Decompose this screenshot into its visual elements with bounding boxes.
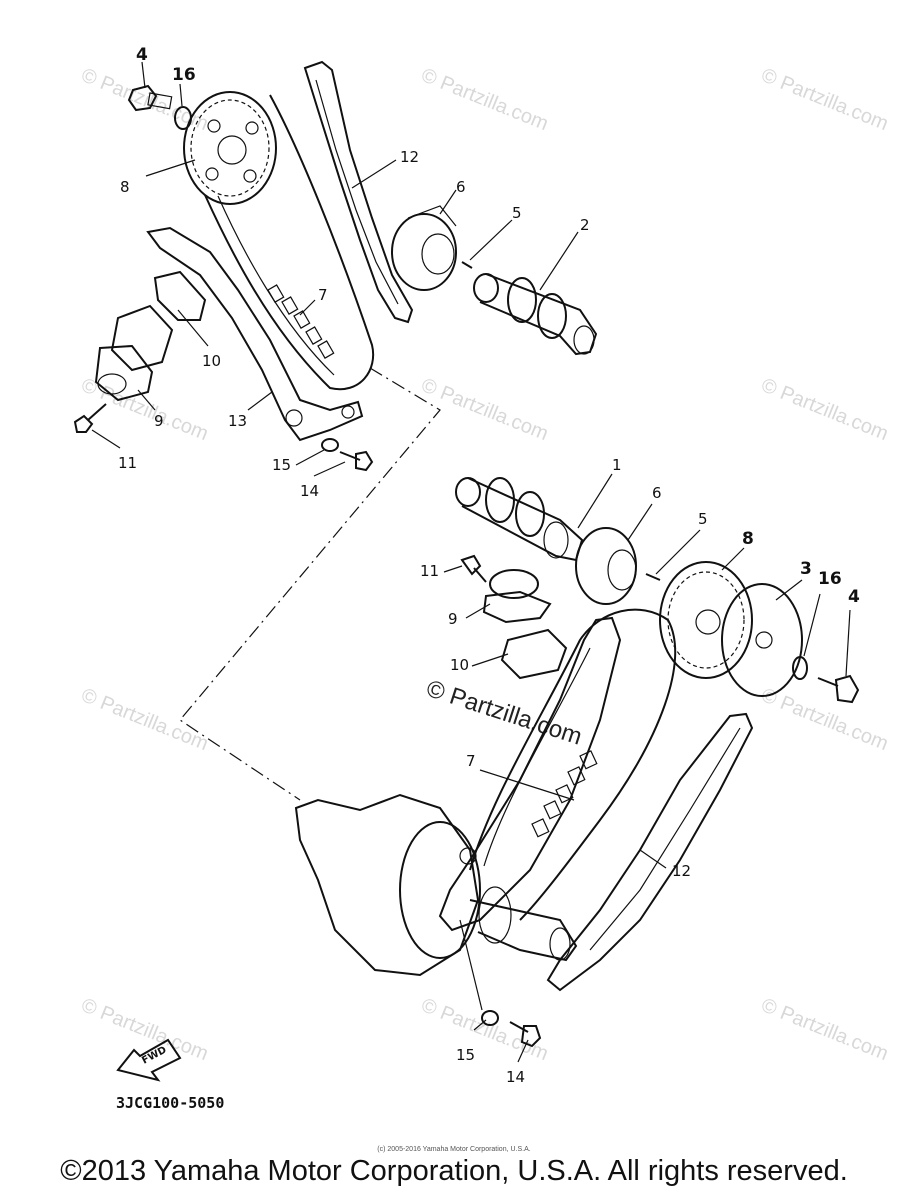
- chain-guide-part: [546, 712, 754, 992]
- bolt-part: [339, 450, 374, 472]
- small-copyright: (c) 2005-2016 Yamaha Motor Corporation, …: [377, 1146, 531, 1153]
- callout-label: 7: [466, 752, 476, 770]
- chain-guide-part: [303, 60, 414, 324]
- watermark: © Partzilla.com: [758, 684, 891, 755]
- watermark: © Partzilla.com: [418, 374, 551, 445]
- callout-label: 5: [512, 204, 522, 222]
- callout-label: 2: [580, 216, 590, 234]
- callout-labels-top: 4 16 8 12 6 5 2 7 10 13 9 11 15 14: [118, 45, 590, 500]
- callout-label: 8: [742, 529, 754, 549]
- watermark: © Partzilla.com: [78, 684, 211, 755]
- watermark-center: © Partzilla.com: [423, 675, 585, 751]
- tensioner-guide-part: [146, 226, 364, 442]
- chain-links-part: [531, 750, 598, 838]
- washer-part: [481, 1010, 499, 1026]
- watermark: © Partzilla.com: [758, 64, 891, 135]
- camshaft-part: [455, 477, 584, 562]
- callout-label: 5: [698, 510, 708, 528]
- callout-label: 16: [818, 569, 842, 589]
- callout-label: 15: [272, 456, 291, 474]
- callout-label: 4: [848, 587, 860, 607]
- bolt-part: [509, 1021, 542, 1048]
- watermark: © Partzilla.com: [418, 994, 551, 1065]
- tensioner-part: [94, 304, 174, 402]
- callout-label: 4: [136, 45, 148, 65]
- watermark: © Partzilla.com: [418, 64, 551, 135]
- bolt-part: [127, 84, 173, 112]
- callout-label: 16: [172, 65, 196, 85]
- callout-label: 14: [506, 1068, 525, 1086]
- diagram-code: 3JCG100-5050: [116, 1094, 225, 1112]
- callout-label: 11: [118, 454, 137, 472]
- bottom-assembly: [294, 473, 860, 1063]
- bolt-part: [460, 554, 487, 583]
- callout-label: 1: [612, 456, 622, 474]
- cam-sprocket-part: [183, 91, 277, 205]
- watermark: © Partzilla.com: [758, 374, 891, 445]
- callout-label: 14: [300, 482, 319, 500]
- tensioner-guide-part: [438, 616, 622, 932]
- cam-sprocket-part: [659, 561, 753, 679]
- sprocket-plate-part: [721, 583, 803, 697]
- callout-label: 7: [318, 286, 328, 304]
- gasket-part: [153, 270, 207, 321]
- callout-label: 13: [228, 412, 247, 430]
- tensioner-part: [482, 569, 552, 624]
- callout-label: 9: [154, 412, 164, 430]
- callout-label: 3: [800, 559, 812, 579]
- pin-part: [461, 261, 473, 269]
- callout-label: 12: [400, 148, 419, 166]
- callout-label: 12: [672, 862, 691, 880]
- timing-chain-part: [204, 94, 375, 391]
- callout-labels-bottom: 1 6 5 8 3 16 4 11 9 10 7 12 15 14: [420, 456, 860, 1086]
- crankshaft-part: [294, 793, 578, 977]
- chain-path-indicator: [179, 367, 441, 801]
- callout-label: 8: [120, 178, 130, 196]
- callout-label: 11: [420, 562, 439, 580]
- chain-links-part: [267, 284, 335, 359]
- callout-label: 9: [448, 610, 458, 628]
- camshaft-part: [473, 273, 598, 356]
- top-assembly: [73, 60, 598, 477]
- bolt-part: [817, 674, 860, 704]
- washer-part: [792, 656, 808, 680]
- cam-plate-part: [575, 527, 637, 605]
- callout-label: 10: [450, 656, 469, 674]
- cam-plate-part: [391, 205, 457, 291]
- pin-part: [645, 573, 661, 581]
- callout-label: 15: [456, 1046, 475, 1064]
- callout-label: 6: [456, 178, 466, 196]
- callout-label: 6: [652, 484, 662, 502]
- gasket-part: [500, 628, 568, 680]
- bolt-part: [73, 403, 107, 433]
- watermark: © Partzilla.com: [758, 994, 891, 1065]
- washer-part: [321, 438, 339, 452]
- callout-label: 10: [202, 352, 221, 370]
- copyright-notice: ©2013 Yamaha Motor Corporation, U.S.A. A…: [60, 1155, 848, 1187]
